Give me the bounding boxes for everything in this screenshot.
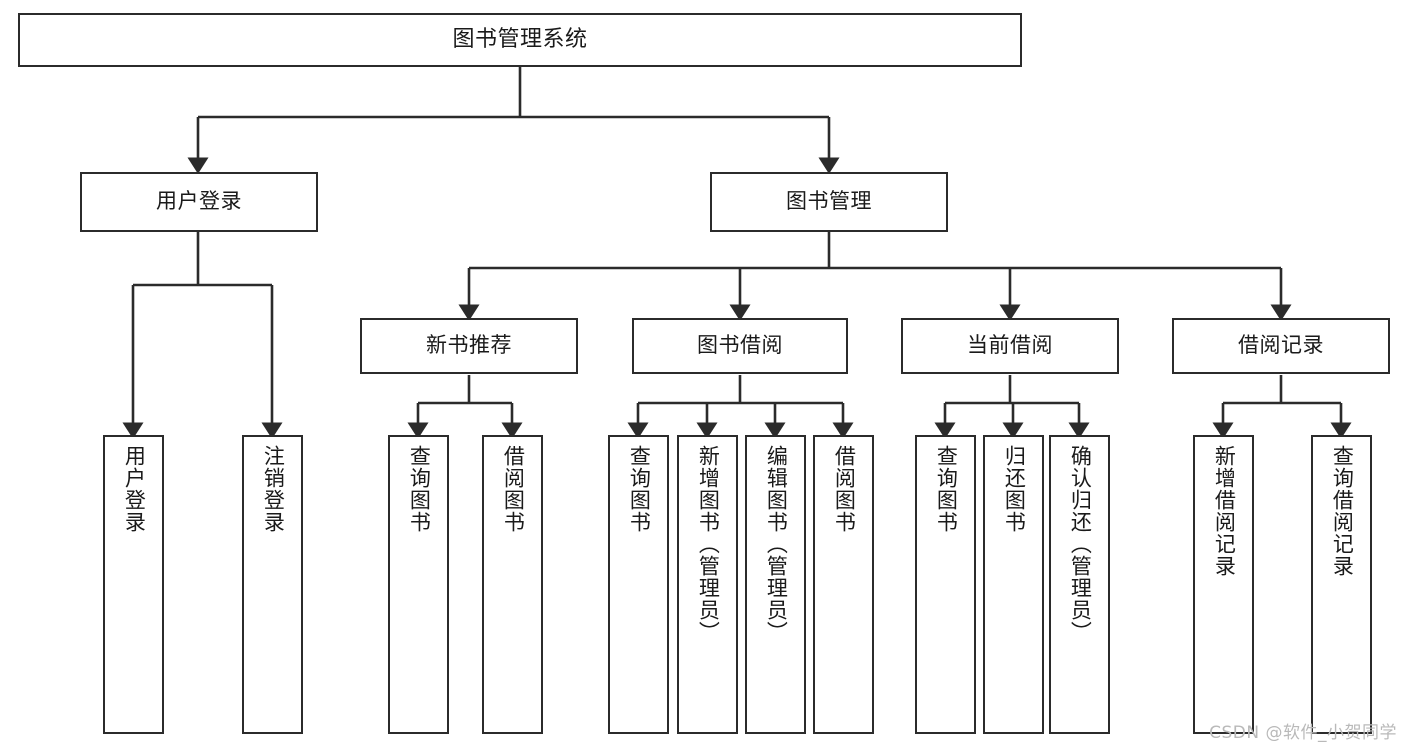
node-label: 查询图书 xyxy=(407,445,432,533)
node-label: 查询图书 xyxy=(934,445,959,533)
node-label: 用户登录 xyxy=(156,189,242,214)
leaf-current-borrow-query-book[interactable]: 查询图书 xyxy=(915,435,976,734)
leaf-book-borrow-edit-book-admin[interactable]: 编辑图书（管理员） xyxy=(745,435,806,734)
node-label: 新增借阅记录 xyxy=(1212,445,1237,577)
node-label: 编辑图书（管理员） xyxy=(764,445,789,643)
node-user-login[interactable]: 用户登录 xyxy=(80,172,318,232)
node-label: 图书管理 xyxy=(786,189,872,214)
csdn-watermark: CSDN @软件_小贺同学 xyxy=(1209,723,1397,743)
node-label: 归还图书 xyxy=(1002,445,1027,533)
leaf-borrow-record-add-record[interactable]: 新增借阅记录 xyxy=(1193,435,1254,734)
node-borrow-record[interactable]: 借阅记录 xyxy=(1172,318,1390,374)
node-label: 借阅图书 xyxy=(832,445,857,533)
node-label: 新增图书（管理员） xyxy=(696,445,721,643)
leaf-user-login-login[interactable]: 用户登录 xyxy=(103,435,164,734)
leaf-borrow-record-query-record[interactable]: 查询借阅记录 xyxy=(1311,435,1372,734)
leaf-new-book-query-book[interactable]: 查询图书 xyxy=(388,435,449,734)
node-current-borrow[interactable]: 当前借阅 xyxy=(901,318,1119,374)
node-label: 借阅图书 xyxy=(501,445,526,533)
node-label: 新书推荐 xyxy=(426,333,512,358)
leaf-user-login-logout[interactable]: 注销登录 xyxy=(242,435,303,734)
node-label: 图书借阅 xyxy=(697,333,783,358)
leaf-current-borrow-return-book[interactable]: 归还图书 xyxy=(983,435,1044,734)
leaf-book-borrow-add-book-admin[interactable]: 新增图书（管理员） xyxy=(677,435,738,734)
node-new-book-recommend[interactable]: 新书推荐 xyxy=(360,318,578,374)
node-label: 查询借阅记录 xyxy=(1330,445,1355,577)
node-label: 用户登录 xyxy=(122,445,147,533)
node-label: 借阅记录 xyxy=(1238,333,1324,358)
leaf-book-borrow-query-book[interactable]: 查询图书 xyxy=(608,435,669,734)
node-label: 注销登录 xyxy=(261,445,286,533)
leaf-book-borrow-borrow-book[interactable]: 借阅图书 xyxy=(813,435,874,734)
node-label: 图书管理系统 xyxy=(452,26,588,52)
node-book-borrow[interactable]: 图书借阅 xyxy=(632,318,848,374)
node-label: 确认归还（管理员） xyxy=(1068,445,1093,643)
node-label: 当前借阅 xyxy=(967,333,1053,358)
node-book-management[interactable]: 图书管理 xyxy=(710,172,948,232)
node-label: 查询图书 xyxy=(627,445,652,533)
node-root-system[interactable]: 图书管理系统 xyxy=(18,13,1022,67)
leaf-new-book-borrow-book[interactable]: 借阅图书 xyxy=(482,435,543,734)
leaf-current-borrow-confirm-return-admin[interactable]: 确认归还（管理员） xyxy=(1049,435,1110,734)
